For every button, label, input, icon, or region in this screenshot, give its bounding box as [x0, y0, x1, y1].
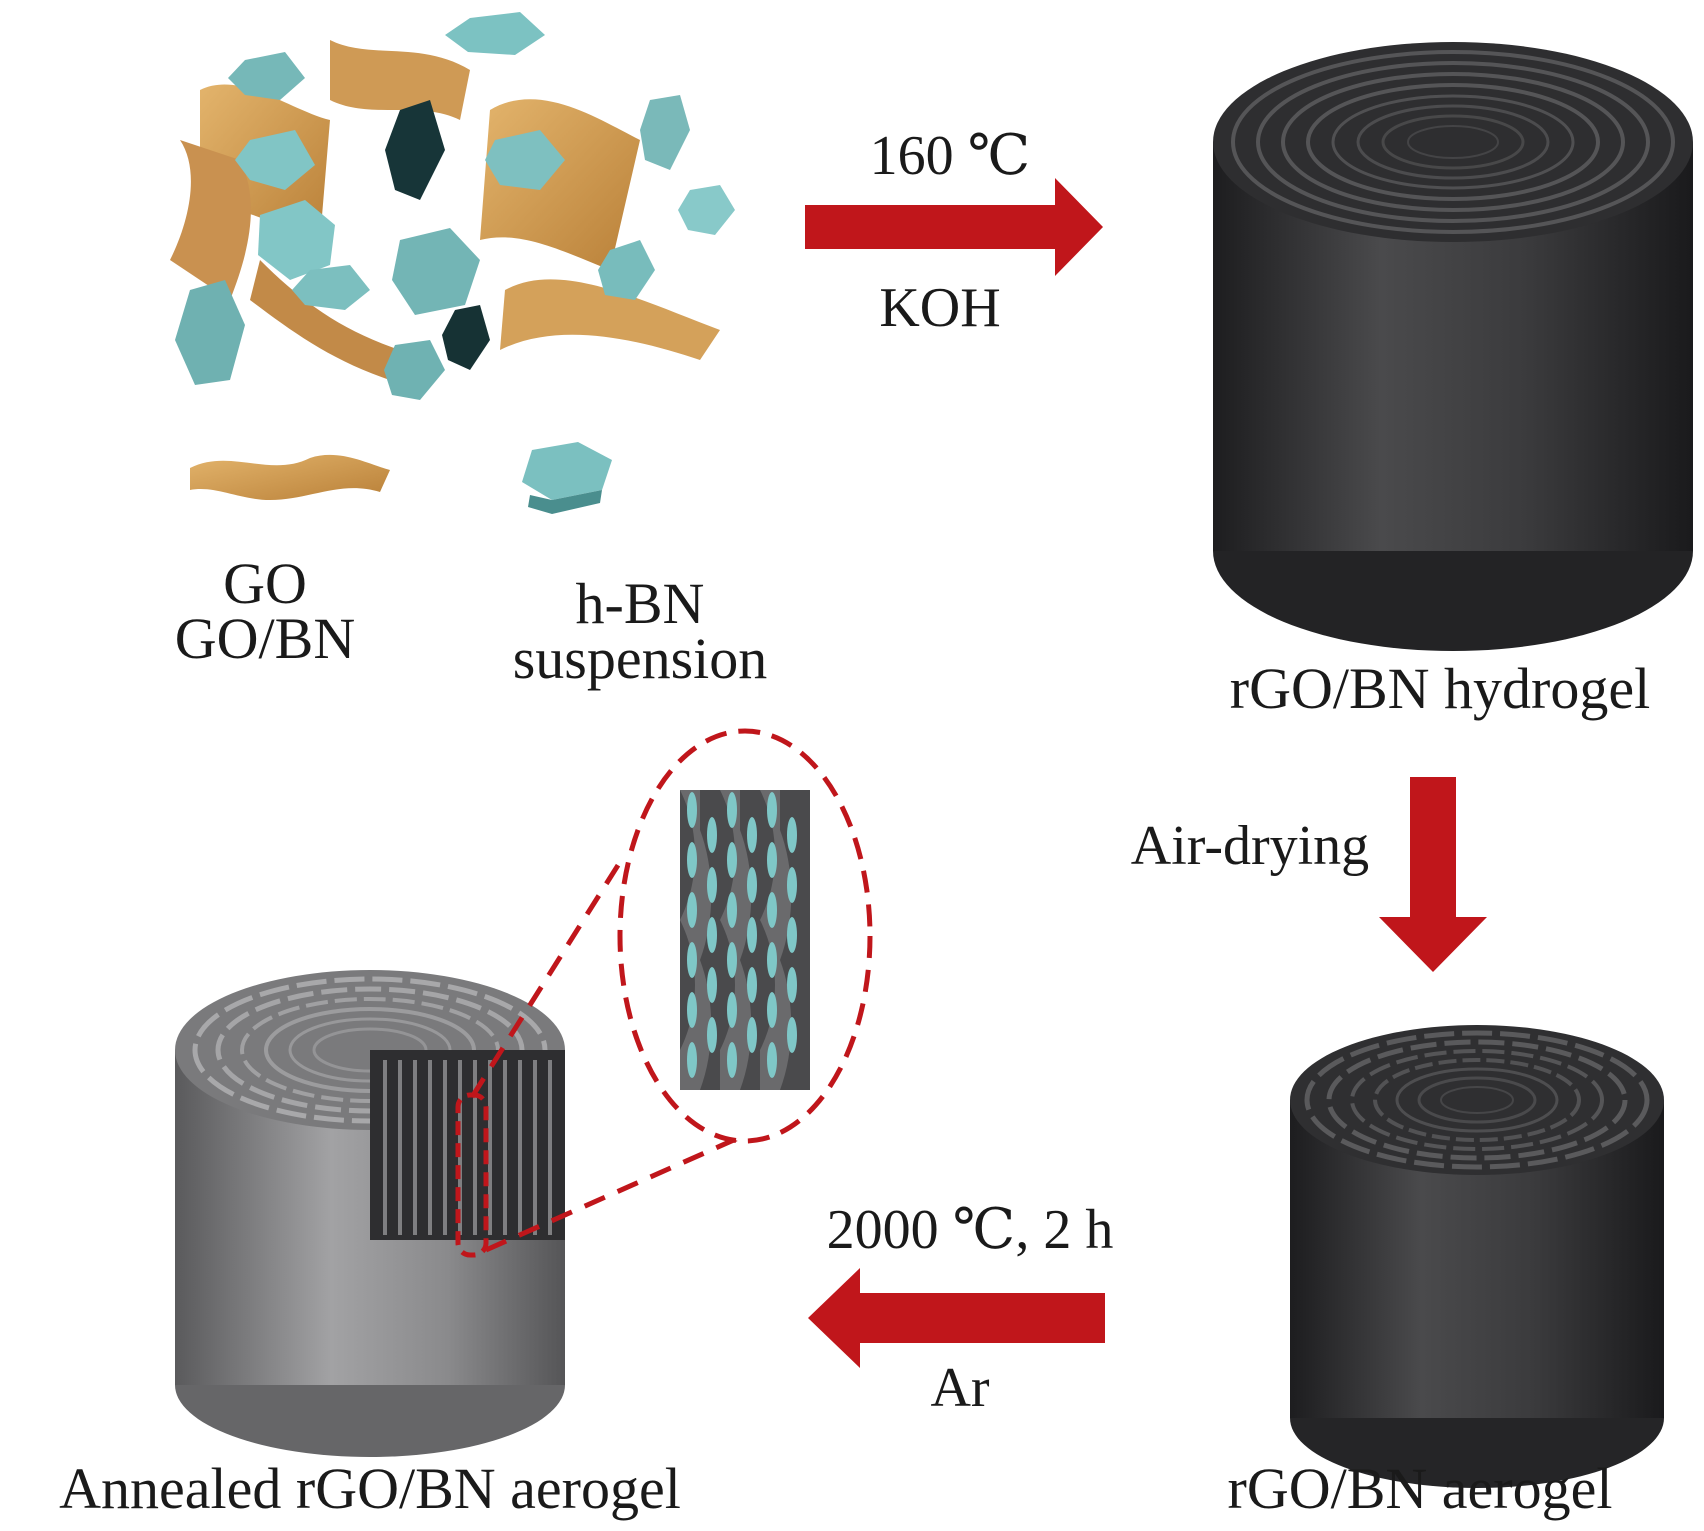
- go-sheet: [250, 260, 400, 380]
- bn-flake: [445, 12, 545, 55]
- bn-flake: [528, 490, 602, 514]
- label-hydrogel: rGO/BN hydrogel: [1229, 656, 1651, 721]
- hydrogel-cylinder: [1213, 42, 1693, 651]
- aerogel-cylinder: [1290, 1025, 1664, 1488]
- cutaway-section: [370, 1050, 565, 1240]
- bn-flake: [292, 265, 370, 310]
- go-sheet: [170, 140, 251, 300]
- bn-flake: [392, 228, 480, 315]
- bn-flake: [678, 185, 735, 235]
- bn-flake: [235, 130, 315, 190]
- label-aerogel: rGO/BN aerogel: [1227, 1456, 1613, 1521]
- bn-flake: [442, 305, 490, 370]
- annealed-cylinder: [175, 970, 565, 1457]
- label-go: GO: [223, 551, 307, 616]
- label-ar: Ar: [930, 1357, 990, 1419]
- bn-flake: [385, 100, 445, 200]
- bn-flake: [485, 130, 565, 190]
- arrow-right: [805, 178, 1103, 276]
- suspension-illustration: [170, 12, 735, 514]
- bn-flake: [384, 340, 445, 400]
- arrow-down: [1379, 777, 1487, 972]
- go-sheet: [190, 454, 390, 500]
- bn-flake: [258, 200, 335, 280]
- label-go-bn: GO/BN: [174, 606, 356, 671]
- label-koh: KOH: [879, 277, 1001, 339]
- go-sheet: [330, 40, 470, 120]
- go-sheet: [500, 279, 720, 360]
- label-annealed-aerogel: Annealed rGO/BN aerogel: [59, 1456, 681, 1521]
- arrow-left: [808, 1268, 1105, 1368]
- bn-flake: [522, 442, 612, 500]
- bn-flake: [228, 52, 305, 100]
- label-suspension: suspension: [512, 626, 768, 691]
- label-temperature-160: 160 ℃: [869, 125, 1031, 187]
- bn-flake: [175, 280, 245, 385]
- bn-flake: [640, 95, 690, 170]
- label-hbn: h-BN: [575, 571, 705, 636]
- zoom-callout: [469, 728, 873, 1253]
- label-temperature-2000: 2000 ℃, 2 h: [826, 1199, 1114, 1261]
- bn-flake: [598, 240, 655, 300]
- label-air-drying: Air-drying: [1130, 815, 1370, 877]
